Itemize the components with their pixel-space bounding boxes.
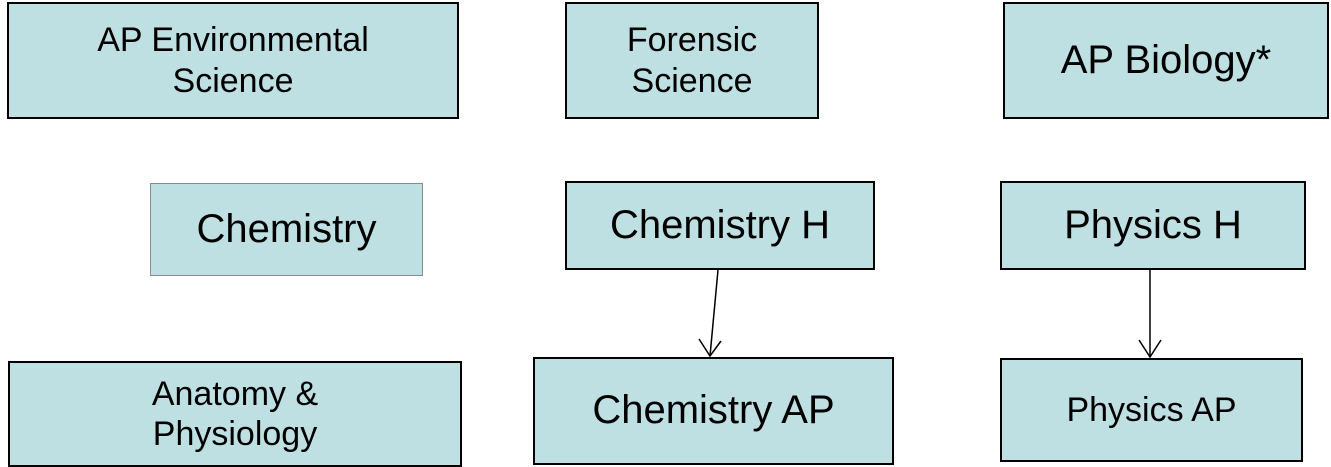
node-chemistry: Chemistry [150, 183, 423, 276]
node-chemistry-ap: Chemistry AP [533, 357, 894, 465]
arrow-head [1138, 339, 1162, 359]
arrow-head [698, 338, 722, 358]
node-physics-ap: Physics AP [1000, 358, 1303, 462]
node-chemistry-h: Chemistry H [565, 181, 875, 270]
edge-physics-h-to-physics-ap [1138, 270, 1162, 359]
node-ap-biology: AP Biology* [1003, 2, 1329, 119]
node-anatomy-physiology: Anatomy & Physiology [8, 361, 462, 467]
edge-chemistry-h-to-chemistry-ap [698, 269, 722, 358]
node-ap-environmental-science: AP Environmental Science [7, 2, 459, 119]
node-physics-h: Physics H [1000, 181, 1306, 270]
node-forensic-science: Forensic Science [565, 2, 819, 119]
arrow-shaft [709, 269, 719, 357]
